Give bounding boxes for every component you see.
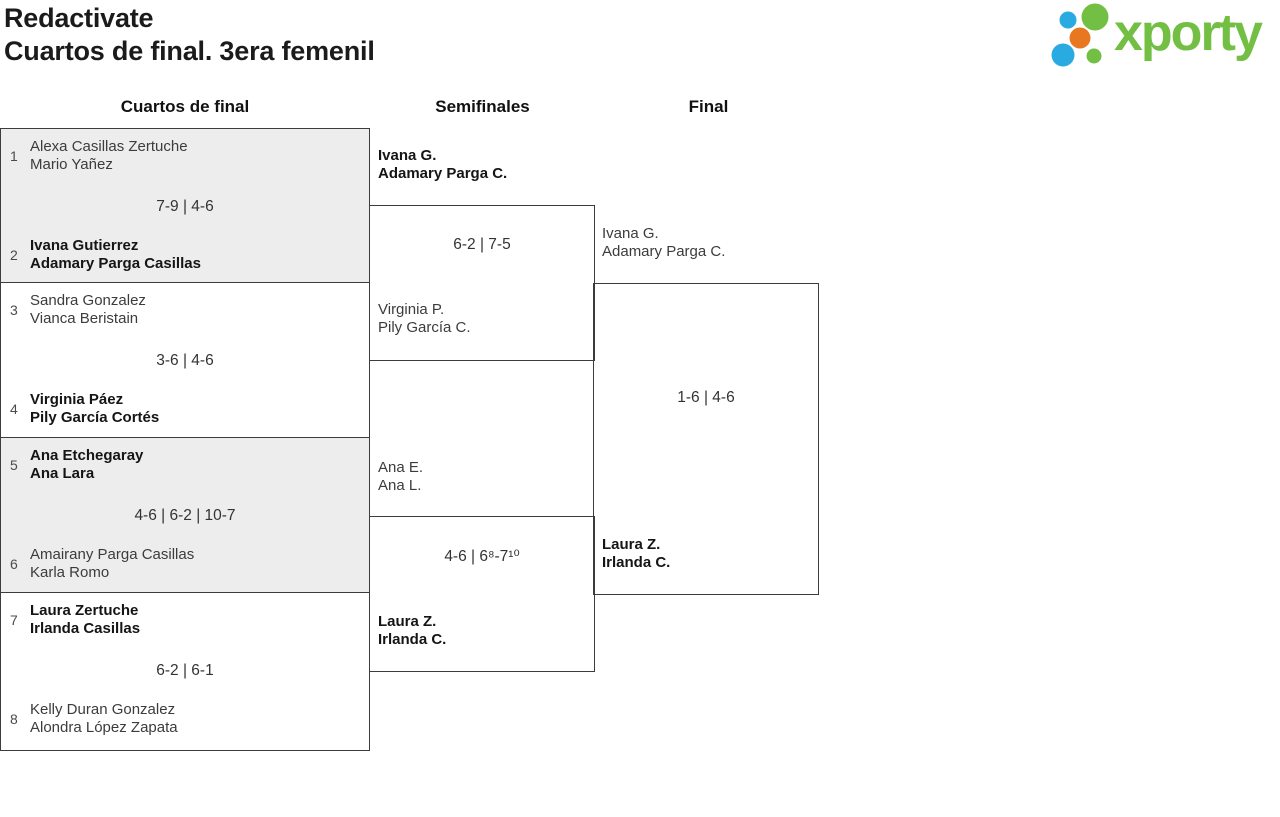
player-name: Alexa Casillas Zertuche [30,138,188,155]
seed-number: 3 [10,302,18,318]
player-name: Ivana G. [602,225,659,242]
player-name: Alondra López Zapata [30,719,178,736]
team-entry: 5 Ana Etchegaray Ana Lara [10,445,361,485]
seed-number: 6 [10,556,18,572]
quarterfinal-match-4: 7 Laura Zertuche Irlanda Casillas 6-2 | … [0,593,370,751]
match-score: 3-6 | 4-6 [156,352,214,369]
column-header-final: Final [688,97,729,116]
team-entry: 1 Alexa Casillas Zertuche Mario Yañez [10,136,361,176]
quarterfinal-match-2: 3 Sandra Gonzalez Vianca Beristain 3-6 |… [0,283,370,438]
player-name: Ana L. [378,477,422,494]
xporty-logo-dots [1051,3,1109,67]
player-name: Adamary Parga C. [378,165,508,182]
quarterfinal-match-3: 5 Ana Etchegaray Ana Lara 4-6 | 6-2 | 10… [0,438,370,593]
player-name: Ivana G. [378,147,437,164]
player-name: Virginia P. [378,301,445,318]
logo-dot-blue-large [1051,43,1075,67]
player-name: Pily García Cortés [30,409,160,426]
team-entry: 8 Kelly Duran Gonzalez Alondra López Zap… [10,699,361,739]
player-name: Kelly Duran Gonzalez [30,701,176,718]
player-name: Adamary Parga C. [602,243,726,260]
column-header-quarterfinals: Cuartos de final [120,97,250,116]
xporty-logo-text: xporty [1114,4,1263,62]
quarterfinal-match-1: 1 Alexa Casillas Zertuche Mario Yañez 7-… [0,128,370,283]
player-name: Ana E. [378,459,424,476]
player-name: Laura Zertuche [30,602,139,619]
logo-dot-orange [1069,27,1091,49]
tournament-name: Redactivate [4,3,154,33]
match-score: 4-6 | 6-2 | 10-7 [134,507,236,524]
player-name: Pily García C. [378,319,471,336]
seed-number: 2 [10,247,18,263]
page-title: Redactivate Cuartos de final. 3era femen… [4,2,375,68]
match-score: 4-6 | 6⁸-7¹⁰ [444,548,520,565]
player-name: Irlanda Casillas [30,620,141,637]
player-name: Laura Z. [378,613,437,630]
seed-number: 1 [10,148,18,164]
player-name: Ivana Gutierrez [30,237,139,254]
team-entry: 2 Ivana Gutierrez Adamary Parga Casillas [10,235,361,275]
player-name: Ana Etchegaray [30,447,144,464]
team-entry: Ivana G. Adamary Parga C. [602,225,725,261]
logo-dot-green-large [1081,3,1109,31]
team-entry: Virginia P. Pily García C. [378,301,471,337]
team-entry: Laura Z. Irlanda C. [378,613,446,649]
seed-number: 7 [10,612,18,628]
column-header-semifinals: Semifinales [435,97,530,116]
player-name: Mario Yañez [30,156,113,173]
team-entry: 4 Virginia Páez Pily García Cortés [10,389,361,429]
player-name: Irlanda C. [602,554,671,571]
xporty-logo[interactable]: xporty [1046,0,1263,70]
match-box [593,283,819,595]
match-score: 1-6 | 4-6 [677,389,735,406]
match-box [369,205,595,361]
match-score: 6-2 | 7-5 [453,236,511,253]
player-name: Karla Romo [30,564,110,581]
match-score: 7-9 | 4-6 [156,198,214,215]
seed-number: 4 [10,401,18,417]
player-name: Amairany Parga Casillas [30,546,195,563]
seed-number: 5 [10,457,18,473]
player-name: Ana Lara [30,465,95,482]
team-entry: Ana E. Ana L. [378,459,423,495]
team-entry: 7 Laura Zertuche Irlanda Casillas [10,600,361,640]
match-score: 6-2 | 6-1 [156,662,214,679]
round-title: Cuartos de final. 3era femenil [4,36,375,66]
player-name: Virginia Páez [30,391,124,408]
player-name: Laura Z. [602,536,661,553]
team-entry: Ivana G. Adamary Parga C. [378,147,507,183]
team-entry: 3 Sandra Gonzalez Vianca Beristain [10,290,361,330]
logo-dot-green-small [1086,48,1102,64]
seed-number: 8 [10,711,18,727]
player-name: Irlanda C. [378,631,447,648]
team-entry: 6 Amairany Parga Casillas Karla Romo [10,544,361,584]
player-name: Vianca Beristain [30,310,139,327]
player-name: Adamary Parga Casillas [30,255,201,272]
player-name: Sandra Gonzalez [30,292,146,309]
logo-dot-blue-small [1059,11,1077,29]
team-entry: Laura Z. Irlanda C. [602,536,670,572]
